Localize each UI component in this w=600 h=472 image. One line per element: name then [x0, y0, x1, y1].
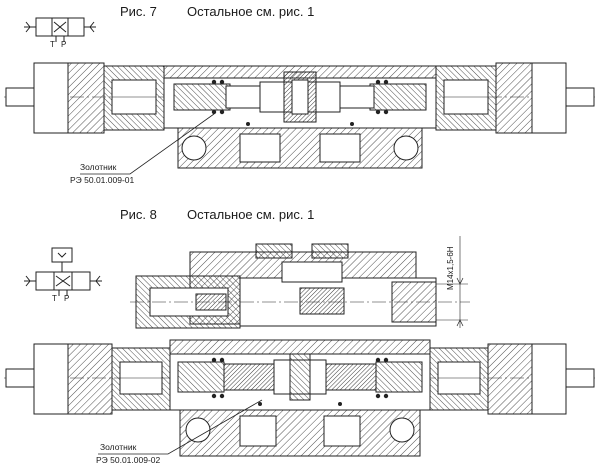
fig8-part-number: РЭ 50.01.009-02 — [96, 455, 161, 465]
fig7-part-number: РЭ 50.01.009-01 — [70, 175, 135, 185]
fig7-note: Остальное см. рис. 1 — [187, 4, 315, 19]
fig7-port-p: P — [61, 40, 67, 49]
fig8-port-t: T — [52, 294, 57, 303]
fig8-label: Рис. 8 — [120, 207, 157, 222]
figure8-valve-symbol — [24, 247, 102, 296]
figure8-section — [4, 236, 596, 457]
fig8-part-name: Золотник — [100, 442, 137, 452]
fig7-part-name: Золотник — [80, 162, 117, 172]
fig8-thread-callout: M14x1,5-6H — [446, 246, 455, 290]
figure7-valve-symbol — [24, 17, 96, 42]
fig7-label: Рис. 7 — [120, 4, 157, 19]
fig8-note: Остальное см. рис. 1 — [187, 207, 315, 222]
fig8-port-p: P — [64, 294, 70, 303]
fig7-port-t: T — [50, 40, 55, 49]
figure7-section — [4, 62, 596, 175]
